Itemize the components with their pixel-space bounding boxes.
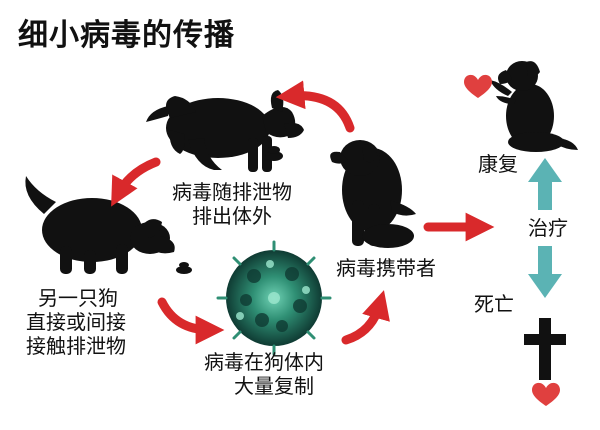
arrow-contact-to-virus bbox=[157, 297, 225, 345]
arrow-treat-to-death bbox=[528, 246, 562, 298]
shed-label-line2: 排出体外 bbox=[192, 204, 272, 228]
feces-pile bbox=[265, 146, 283, 161]
arrow-carrier-to-shed bbox=[275, 80, 355, 133]
treat-label: 治疗 bbox=[528, 216, 568, 240]
squatting-dog-silhouette bbox=[146, 90, 304, 172]
arrow-virus-to-carrier bbox=[341, 290, 390, 345]
feces-pile-small bbox=[176, 262, 192, 274]
contact-label-line1: 另一只狗 bbox=[38, 286, 118, 310]
sniffing-dog-silhouette bbox=[25, 176, 175, 274]
page-title: 细小病毒的传播 bbox=[18, 18, 235, 53]
death-label: 死亡 bbox=[474, 292, 514, 316]
sitting-dog-silhouette bbox=[330, 140, 416, 248]
heart-icon bbox=[532, 382, 560, 406]
replicate-label-line1: 病毒在狗体内 bbox=[204, 350, 324, 374]
contact-label-line2: 直接或间接 bbox=[26, 310, 126, 334]
cross-icon bbox=[524, 318, 566, 380]
recover-label: 康复 bbox=[478, 152, 518, 176]
recovered-dog-silhouette bbox=[490, 61, 578, 152]
replicate-label-line2: 大量复制 bbox=[234, 374, 314, 398]
arrow-treat-to-recover bbox=[528, 158, 562, 210]
arrow-shed-to-contact bbox=[111, 157, 161, 207]
virus-particle-icon bbox=[216, 240, 332, 356]
carrier-label: 病毒携带者 bbox=[336, 256, 436, 280]
heart-icon bbox=[464, 74, 492, 98]
shed-label-line1: 病毒随排泄物 bbox=[172, 180, 292, 204]
contact-label-line3: 接触排泄物 bbox=[26, 334, 126, 358]
